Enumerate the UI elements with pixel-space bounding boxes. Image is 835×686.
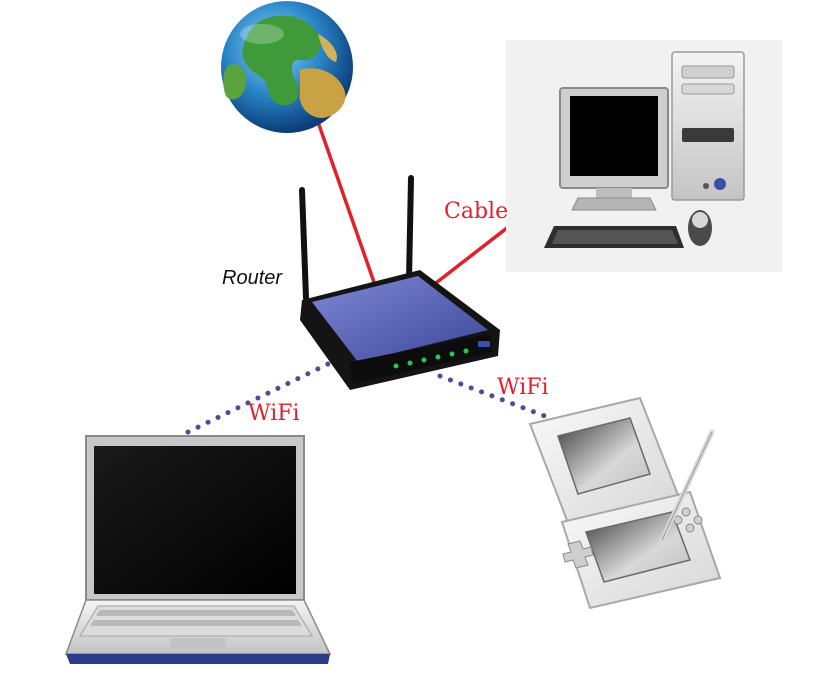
wifi-label-left: WiFi bbox=[248, 401, 300, 426]
internet-cable-line bbox=[316, 121, 377, 286]
desktop-computer-icon bbox=[506, 40, 782, 272]
handheld-wifi-dots bbox=[437, 373, 553, 421]
cable-label: Cable bbox=[444, 199, 508, 224]
router-antenna-left bbox=[299, 187, 309, 301]
wifi-connections bbox=[185, 360, 553, 435]
laptop-icon bbox=[64, 435, 332, 664]
wireless-router-icon bbox=[299, 175, 500, 390]
globe-icon bbox=[221, 1, 353, 133]
router-antenna-right bbox=[406, 175, 414, 283]
wifi-label-right: WiFi bbox=[497, 375, 549, 400]
router-label: Router bbox=[222, 267, 283, 289]
laptop-wifi-dots bbox=[185, 360, 333, 435]
handheld-console-icon bbox=[528, 396, 722, 610]
